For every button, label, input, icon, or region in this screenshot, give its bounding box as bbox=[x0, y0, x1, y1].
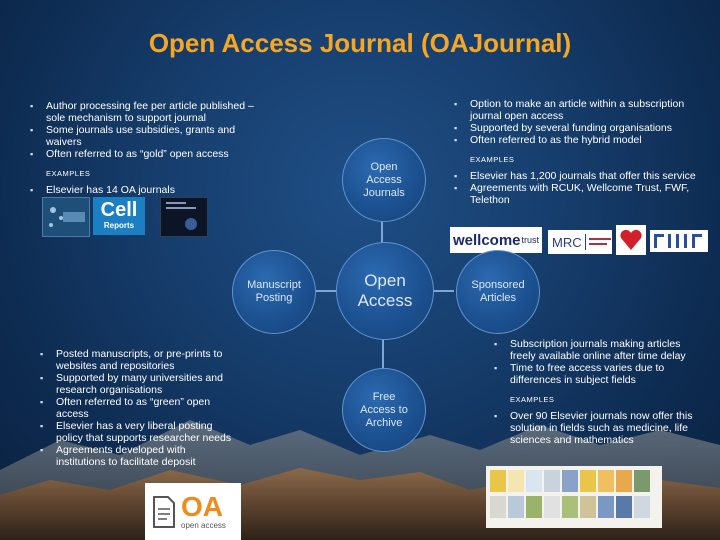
bullet: Subscription journals making articles fr… bbox=[494, 338, 706, 362]
bullet: Elsevier has a very liberal posting poli… bbox=[40, 420, 236, 444]
sponsored-bullets: Option to make an article within a subsc… bbox=[454, 98, 704, 146]
bullet: Often referred to as “green” open access bbox=[40, 396, 236, 420]
cell-logo-sub: Reports bbox=[103, 221, 135, 230]
circle-open-access-journals: Open Access Journals bbox=[342, 138, 426, 222]
heart-icon bbox=[620, 229, 642, 250]
mrc-mark-icon bbox=[588, 238, 611, 245]
circle-free-access-archive: Free Access to Archive bbox=[342, 368, 426, 452]
bullet: Posted manuscripts, or pre-prints to web… bbox=[40, 348, 236, 372]
wellcome-trust-text: trust bbox=[521, 235, 540, 245]
bullet: Supported by several funding organisatio… bbox=[454, 122, 704, 134]
sponsored-examples: Elsevier has 1,200 journals that offer t… bbox=[454, 170, 704, 206]
bullet: Often referred to as the hybrid model bbox=[454, 134, 704, 146]
logo-mrc: MRC bbox=[548, 230, 612, 254]
free-access-examples: Over 90 Elsevier journals now offer this… bbox=[494, 410, 706, 446]
journal-covers-collage bbox=[486, 466, 662, 528]
journal-logo-physics bbox=[160, 197, 208, 237]
journal-logo-openbio bbox=[42, 197, 90, 237]
oa-journals-bullets: Author processing fee per article publis… bbox=[30, 100, 270, 160]
mrc-divider bbox=[584, 234, 586, 250]
connector-left bbox=[316, 290, 336, 292]
circle-sponsored-articles: Sponsored Articles bbox=[456, 250, 540, 334]
manuscript-bullets: Posted manuscripts, or pre-prints to web… bbox=[40, 348, 236, 468]
journal-logo-cell-reports: Cell Reports bbox=[93, 197, 145, 235]
bullet: Author processing fee per article publis… bbox=[30, 100, 270, 124]
bullet: Over 90 Elsevier journals now offer this… bbox=[494, 410, 706, 446]
circle-free-access-archive-label: Free Access to Archive bbox=[360, 390, 408, 429]
cell-logo-text: Cell bbox=[100, 199, 138, 221]
bullet: Often referred to as “gold” open access bbox=[30, 148, 270, 160]
fwf-mark-icon bbox=[654, 234, 702, 248]
sponsored-articles-description: Option to make an article within a subsc… bbox=[454, 98, 704, 206]
circle-sponsored-articles-label: Sponsored Articles bbox=[471, 279, 525, 304]
circle-open-access: Open Access bbox=[336, 242, 434, 340]
connector-right bbox=[432, 290, 454, 292]
examples-label: EXAMPLES bbox=[470, 155, 515, 164]
free-access-description: Subscription journals making articles fr… bbox=[494, 338, 706, 446]
openbio-icon bbox=[49, 207, 85, 227]
bullet: Time to free access varies due to differ… bbox=[494, 362, 706, 386]
circle-open-access-journals-label: Open Access Journals bbox=[363, 160, 405, 199]
circle-manuscript-posting-label: Manuscript Posting bbox=[247, 279, 301, 304]
logo-open-access: OA open access bbox=[145, 483, 241, 540]
journal-covers-icon bbox=[490, 470, 650, 518]
logo-fwf bbox=[650, 230, 708, 252]
bullet: Supported by many universities and resea… bbox=[40, 372, 236, 396]
oa-journals-examples: Elsevier has 14 OA journals bbox=[30, 184, 270, 196]
bullet: Some journals use subsidies, grants and … bbox=[30, 124, 270, 148]
document-icon bbox=[153, 495, 175, 528]
free-access-bullets: Subscription journals making articles fr… bbox=[494, 338, 706, 386]
oa-logo-text: OA bbox=[181, 491, 223, 522]
wellcome-text: wellcome bbox=[452, 231, 521, 249]
bullet: Option to make an article within a subsc… bbox=[454, 98, 704, 122]
logo-heart-foundation bbox=[616, 225, 646, 255]
examples-label: EXAMPLES bbox=[510, 395, 555, 404]
bullet: Elsevier has 14 OA journals bbox=[30, 184, 270, 196]
slide-title: Open Access Journal (OAJournal) bbox=[148, 28, 572, 58]
mrc-text: MRC bbox=[552, 234, 582, 250]
manuscript-posting-description: Posted manuscripts, or pre-prints to web… bbox=[40, 348, 236, 468]
physics-cover-icon bbox=[166, 202, 197, 230]
circle-manuscript-posting: Manuscript Posting bbox=[232, 250, 316, 334]
bullet: Agreements developed with institutions t… bbox=[40, 444, 236, 468]
oa-logo-subtext: open access bbox=[181, 521, 226, 530]
oa-journals-description: Author processing fee per article publis… bbox=[30, 100, 270, 196]
circle-open-access-label: Open Access bbox=[357, 271, 413, 310]
bullet: Agreements with RCUK, Wellcome Trust, FW… bbox=[454, 182, 704, 206]
examples-label: EXAMPLES bbox=[46, 169, 91, 178]
bullet: Elsevier has 1,200 journals that offer t… bbox=[454, 170, 704, 182]
